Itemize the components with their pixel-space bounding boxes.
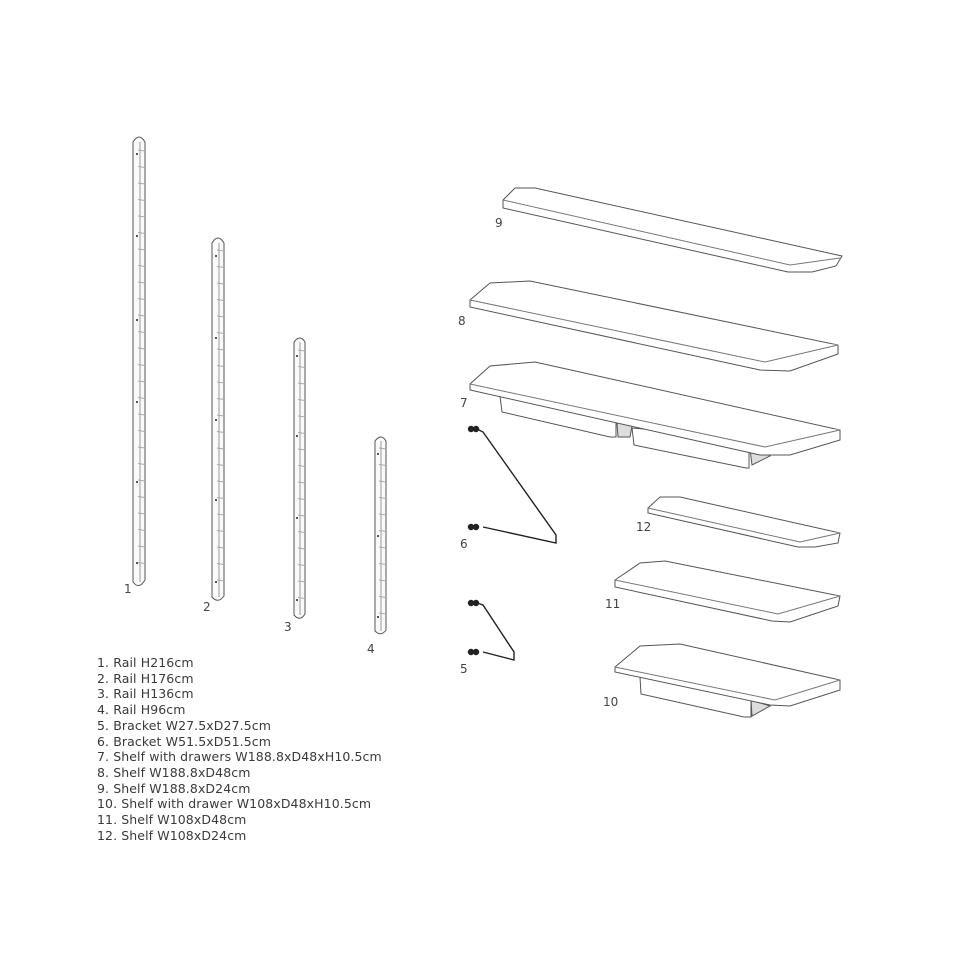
legend-item: 5. Bracket W27.5xD27.5cm	[97, 717, 272, 733]
rail-1-drawing	[132, 136, 146, 586]
bracket-6-drawing	[467, 425, 557, 544]
legend-item: 9. Shelf W188.8xD24cm	[97, 780, 251, 796]
bracket-5-drawing	[467, 599, 515, 661]
callout-7: 7	[460, 396, 468, 410]
legend-item: 8. Shelf W188.8xD48cm	[97, 764, 251, 780]
shelf-9-drawing	[502, 187, 843, 273]
callout-1: 1	[124, 582, 132, 596]
legend-item: 10. Shelf with drawer W108xD48xH10.5cm	[97, 796, 372, 812]
legend-item: 12. Shelf W108xD24cm	[97, 827, 247, 843]
shelf-8-drawing	[469, 280, 839, 372]
callout-8: 8	[458, 314, 466, 328]
shelf-11-drawing	[614, 560, 841, 623]
rail-3-drawing	[293, 337, 306, 619]
callout-6: 6	[460, 537, 468, 551]
legend-item: 11. Shelf W108xD48cm	[97, 812, 247, 828]
legend-item: 4. Rail H96cm	[97, 702, 186, 718]
callout-10: 10	[603, 695, 619, 709]
legend-item: 6. Bracket W51.5xD51.5cm	[97, 733, 272, 749]
callout-3: 3	[284, 620, 292, 634]
callout-4: 4	[367, 642, 375, 656]
legend-item: 2. Rail H176cm	[97, 670, 194, 686]
callout-9: 9	[495, 216, 503, 230]
rail-4-drawing	[374, 436, 387, 635]
shelf-7-drawing	[469, 361, 841, 469]
legend-item: 1. Rail H216cm	[97, 655, 194, 670]
shelf-10-drawing	[614, 643, 841, 718]
callout-11: 11	[605, 597, 621, 611]
parts-legend: 1. Rail H216cm 2. Rail H176cm 3. Rail H1…	[97, 655, 382, 843]
callout-5: 5	[460, 662, 468, 676]
callout-2: 2	[203, 600, 211, 614]
legend-item: 3. Rail H136cm	[97, 686, 194, 702]
shelf-12-drawing	[647, 496, 841, 548]
callout-12: 12	[636, 520, 652, 534]
legend-item: 7. Shelf with drawers W188.8xD48xH10.5cm	[97, 749, 382, 765]
rail-2-drawing	[211, 237, 225, 601]
